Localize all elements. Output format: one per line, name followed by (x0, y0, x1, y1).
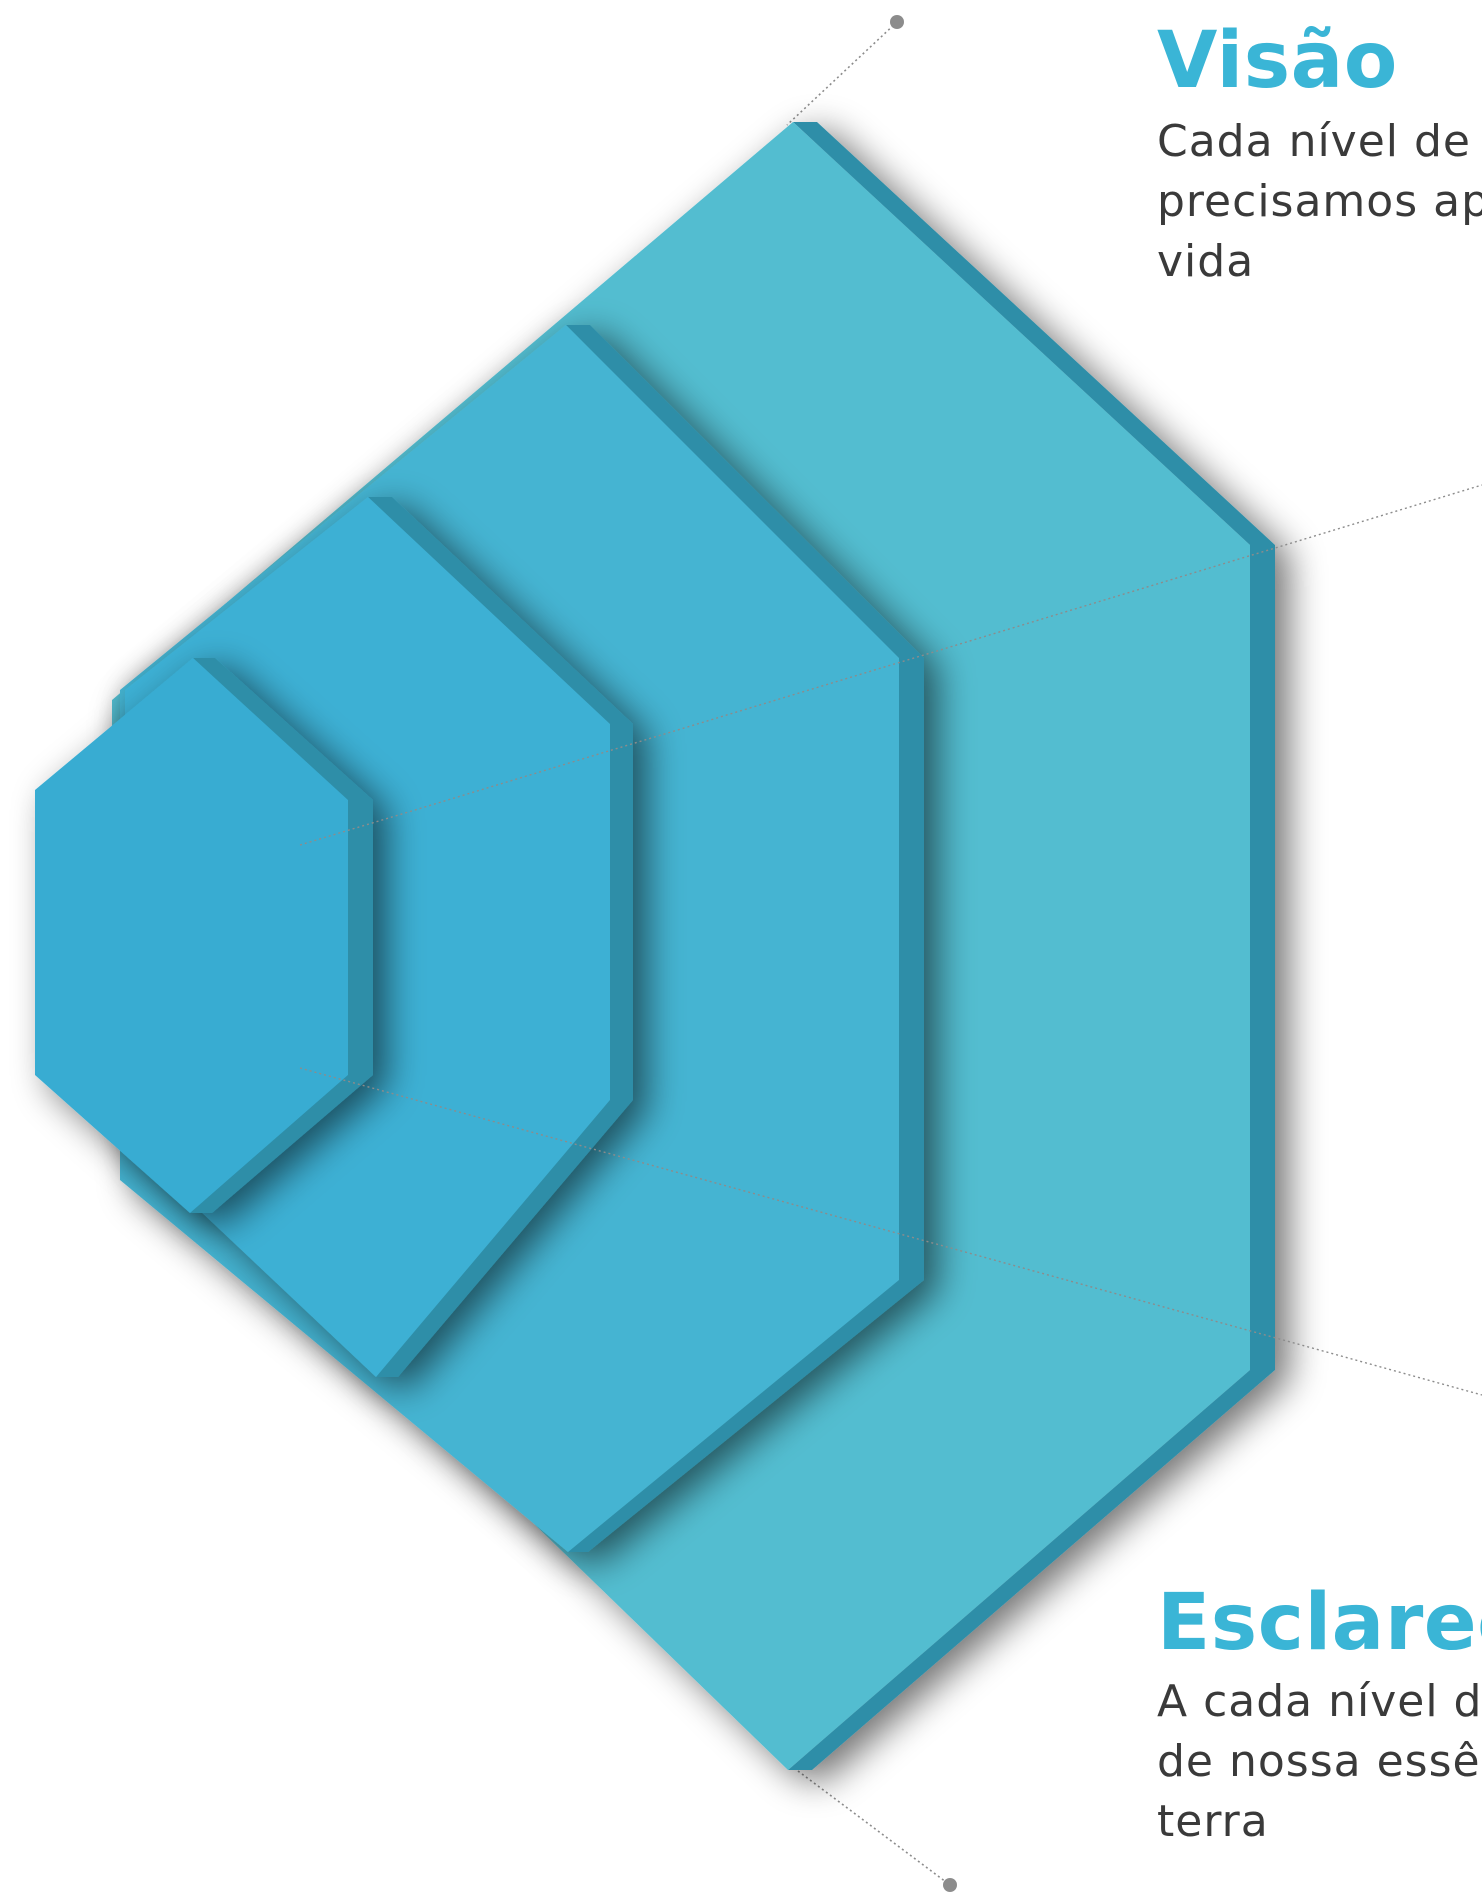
callout-vision-line-3: vida (1157, 236, 1255, 287)
layer-2-side (368, 497, 633, 1377)
callout-enlightenment-line-2: de nossa essê (1157, 1736, 1481, 1787)
connector-dot-bottom (943, 1878, 957, 1892)
callout-vision: Visão Cada nível de precisamos ap vida (1157, 22, 1482, 292)
connector-lines-overlay (299, 484, 1482, 1396)
layer-inner-face (35, 658, 348, 1213)
callout-enlightenment-text: A cada nível d de nossa essê terra (1157, 1672, 1482, 1852)
callout-vision-title: Visão (1157, 16, 1398, 106)
callout-vision-line-2: precisamos ap (1157, 176, 1482, 227)
callout-vision-text: Cada nível de precisamos ap vida (1157, 112, 1482, 292)
connector-line-enlightenment (299, 1067, 1482, 1396)
connector-line-bottom (789, 1764, 951, 1886)
callout-enlightenment-line-1: A cada nível d (1157, 1676, 1482, 1727)
callout-enlightenment-title: Esclarec (1157, 1578, 1482, 1668)
callout-enlightenment: Esclarec A cada nível d de nossa essê te… (1157, 1584, 1482, 1852)
connector-line-top (786, 21, 898, 126)
connector-line-vision (299, 484, 1482, 846)
callout-vision-line-1: Cada nível de (1157, 116, 1471, 167)
callout-enlightenment-line-3: terra (1157, 1796, 1269, 1847)
connector-dot-top (890, 15, 904, 29)
layer-inner (35, 658, 373, 1213)
